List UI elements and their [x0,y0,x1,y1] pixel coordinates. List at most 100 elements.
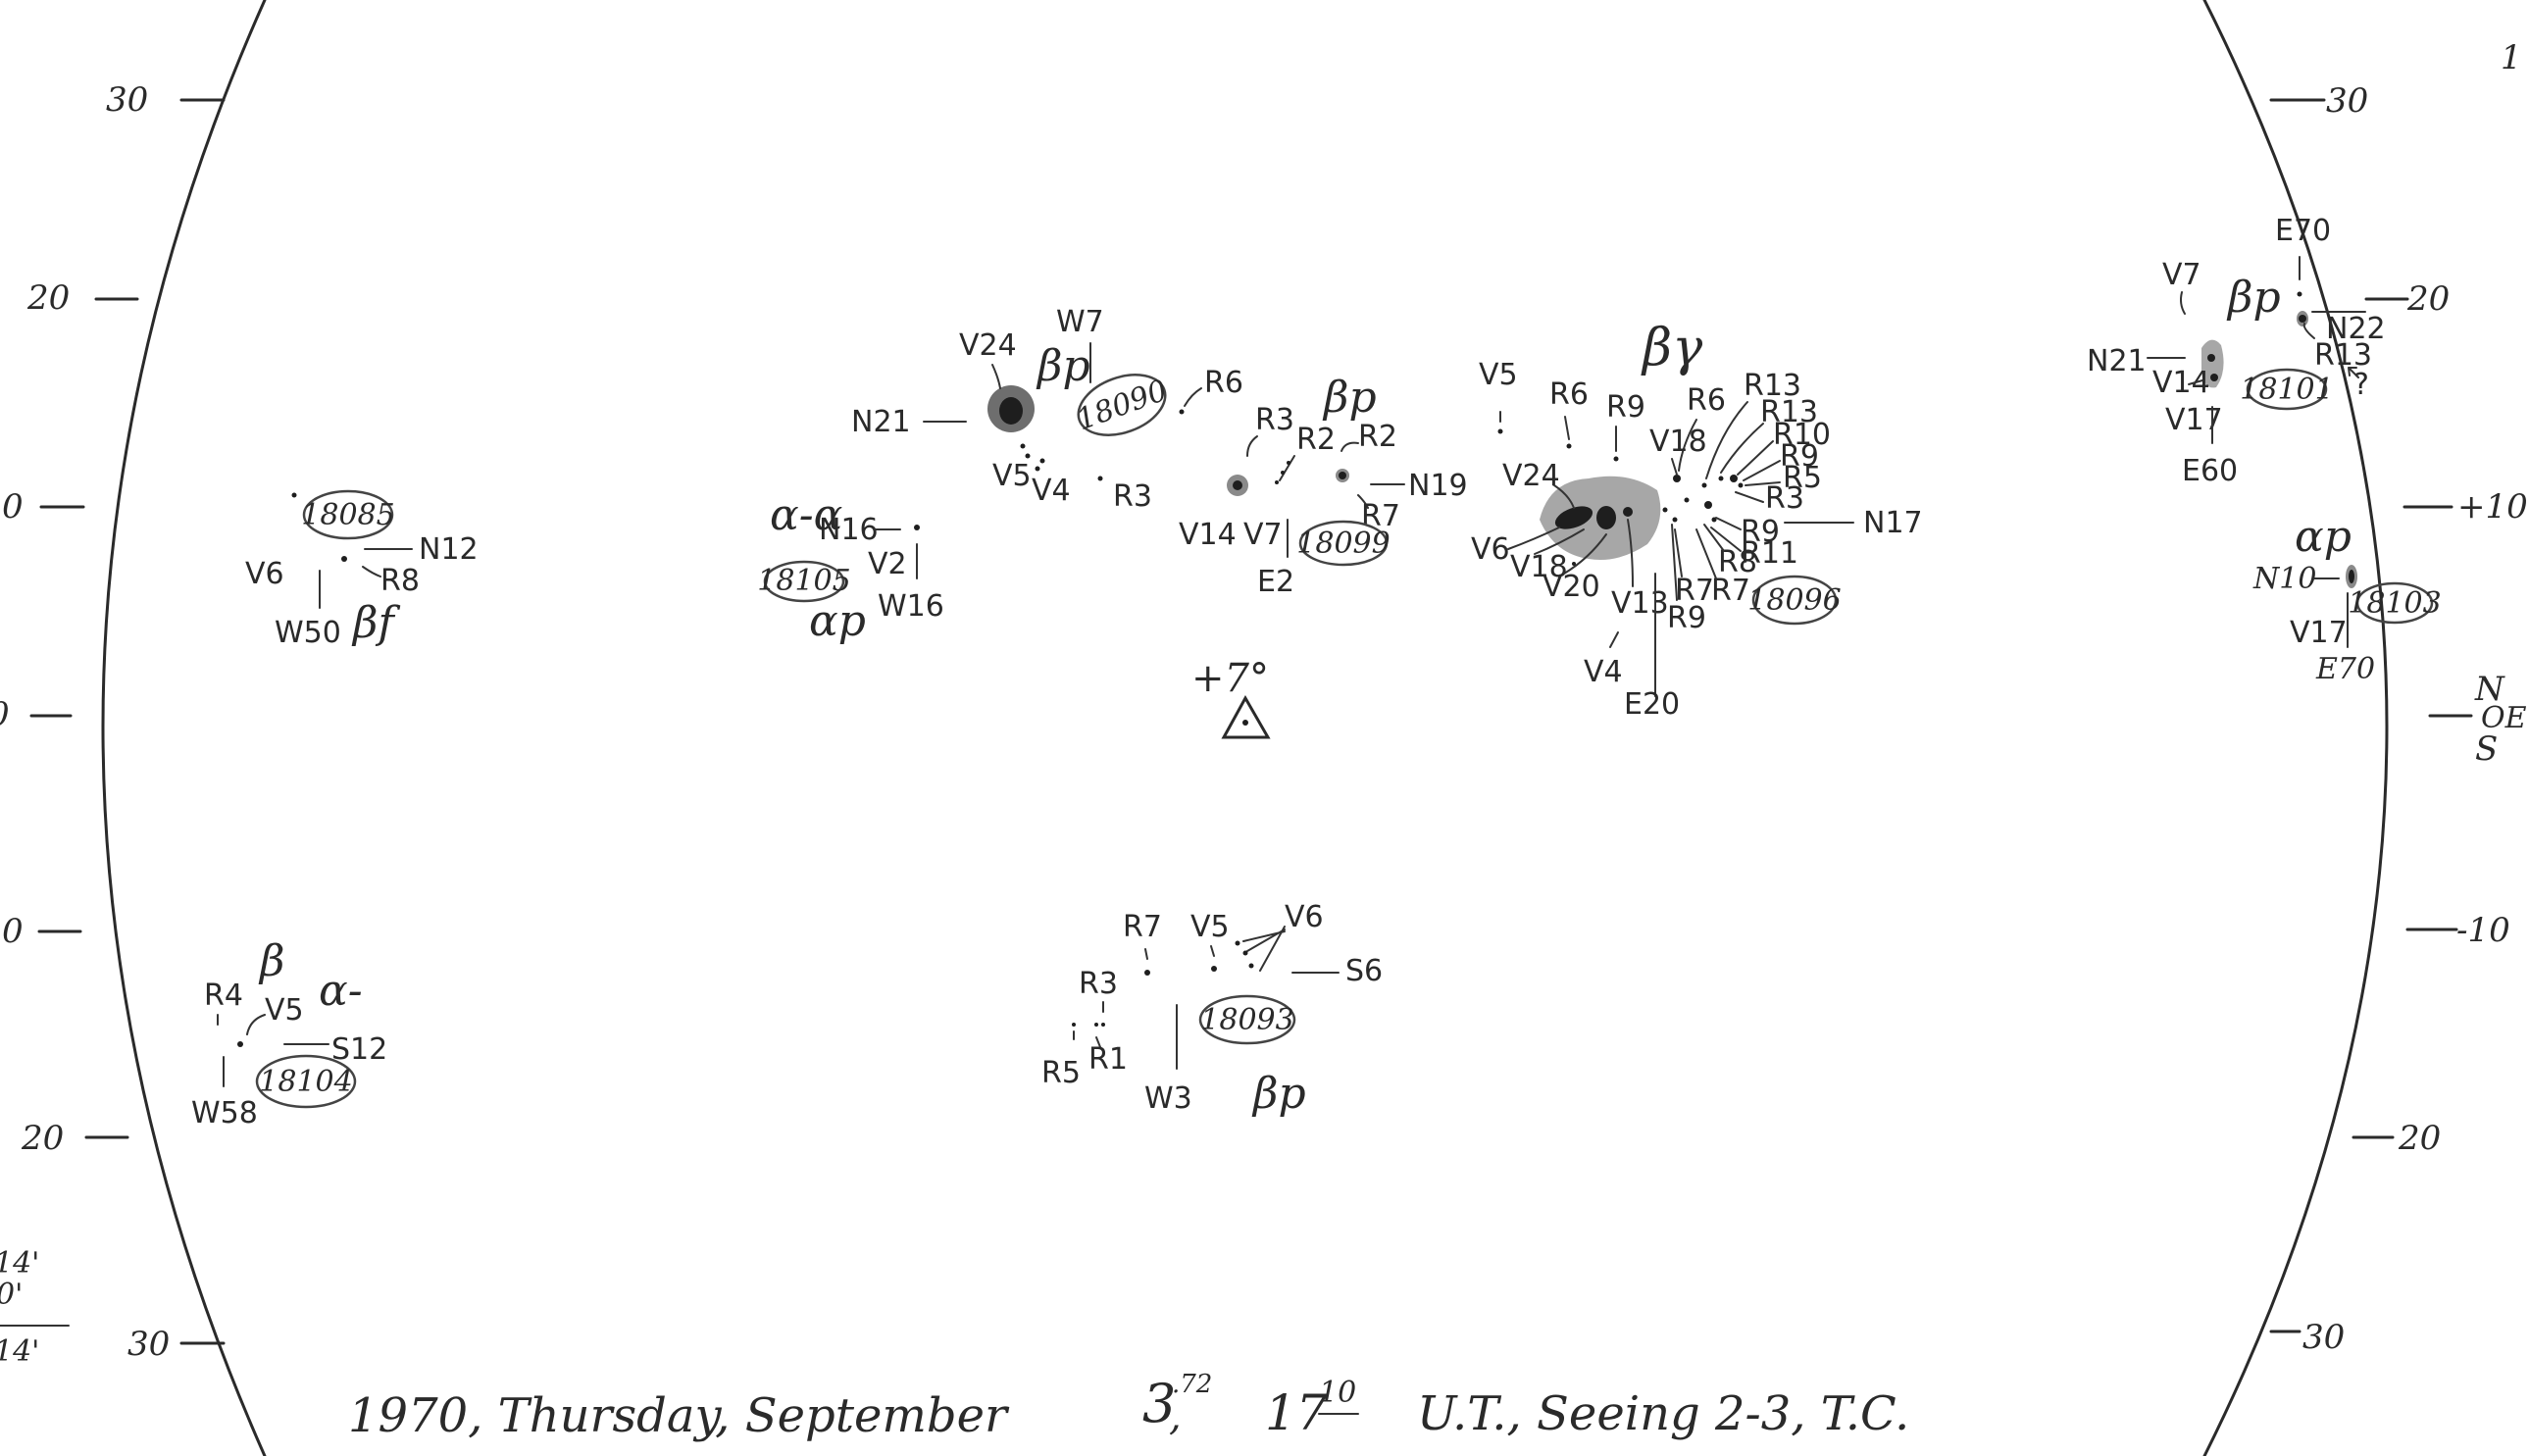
spot-label: R6 [1204,366,1243,400]
region-number-oval [302,489,394,540]
spot-label: V24 [959,328,1017,363]
lon-label: W7 [1056,305,1104,339]
spot-label: R9 [1741,515,1780,549]
spot-label: R3 [1765,481,1804,516]
spot-label: V13 [1611,586,1669,621]
region-number: 18099 [1296,527,1390,561]
magnetic-class: αp [2295,512,2352,562]
region-18101: E70 V7 βp N22 N21 V14 R13 ? 18101 V17 E6… [2087,214,2386,488]
center-angle-label: +7° [1191,656,1269,701]
magnetic-class-top: α-α [770,490,842,540]
region-18105: α-α N16 18105 V2 W16 αp [757,490,944,646]
spot-label: R5 [1041,1056,1081,1090]
left-tick-label: 20 [21,1119,64,1158]
lon-label: W50 [275,616,341,650]
compass-s: S [2475,729,2498,769]
caption-hour: 17 [1265,1384,1328,1441]
region-number-oval [2355,581,2434,625]
left-tick-label: 0 [2,487,24,527]
compass-n: N [2474,670,2505,709]
magnetic-class-top: α- [319,966,363,1016]
spot-label: R7 [1675,574,1714,608]
lon-label: E70 [2315,652,2375,686]
magnetic-class: βf [351,598,400,648]
spot-label: R3 [1113,479,1152,514]
spot-label: R9 [1606,390,1645,425]
note-line: 14' [0,1246,39,1280]
left-tick-label: 20 [26,278,70,318]
lat-label: N17 [1863,506,1923,540]
observation-caption: 1970, Thursday, September 3 .72 , 17 10 … [348,1370,1909,1443]
spot-label: V2 [868,547,907,581]
region-number: 18096 [1747,583,1841,618]
caption-day: 3 [1142,1373,1176,1434]
spot-label: V18 [1510,550,1568,584]
spot-label: R7 [1711,574,1750,608]
spot-label: V17 [2290,616,2348,650]
sunspot [341,556,347,562]
spot-label: V24 [1502,459,1560,493]
spot-label: R7 [1123,910,1162,944]
lon-label: E60 [2182,454,2238,488]
lat-label: N21 [851,405,911,439]
spot-label: V5 [1190,910,1230,944]
sunspot [1339,472,1346,479]
magnetic-class: βp [1251,1069,1306,1119]
sunspot [2299,315,2306,323]
region-number: 18093 [1200,1003,1293,1037]
sunspot [1233,480,1242,490]
solar-limb-right [2202,0,2389,1456]
spot-label: V6 [1285,900,1324,934]
right-tick-label: 30 [2302,1318,2345,1357]
region-number: 18085 [301,498,394,532]
lon-label: W58 [191,1096,258,1130]
spot-label: V7 [2162,258,2201,292]
solar-limb-left [101,0,267,1456]
bottom-left-notes: 14' 0' 14' [0,1246,70,1369]
center-triangle-icon [1221,694,1271,739]
spot-label: V4 [1032,474,1071,508]
spot-label: V18 [1649,425,1707,459]
spot-label: R6 [1687,383,1726,418]
region-18093: R7 V5 V6 S6 R3 R5 R1 18093 W3 βp [1041,900,1383,1119]
spot-label: R5 [1783,461,1822,495]
right-tick-label: +10 [2457,487,2528,527]
spot-label: R2 [1296,423,1336,457]
left-tick-label: 30 [127,1325,170,1364]
lat-label: S12 [331,1032,387,1067]
region-number-oval [1298,520,1389,567]
spot-label: R4 [204,979,243,1013]
lon-label: E2 [1257,565,1294,599]
spot-label: R10 [1773,418,1831,452]
spot-label: V5 [1479,358,1518,392]
spot-label: V5 [992,459,1032,493]
spot-label: R2 [1358,420,1397,454]
region-number-oval [1751,575,1838,626]
compass-oe: OE [2481,701,2527,735]
spot-label: R13 [1760,395,1818,429]
lat-label: N22 [2326,312,2386,346]
caption-comma: , [1169,1394,1182,1439]
lat-label: N12 [419,532,479,567]
spot-label: V6 [1471,532,1510,567]
region-number: 18103 [2348,586,2441,621]
lat-label: N10 [2252,562,2316,596]
caption-day-fraction: .72 [1172,1370,1212,1399]
spot-label: V4 [1584,655,1623,689]
region-number-oval [763,560,845,603]
lat-label: S6 [1345,954,1383,988]
lon-label: E20 [1624,687,1680,722]
region-number-oval [1077,374,1167,436]
region-18096: βγ V5 R6 R9 R6 R13 R13 R10 R9 R5 R3 V18 [1471,319,1923,722]
region-number: 18104 [259,1065,352,1099]
spot-label: R3 [1255,403,1294,437]
region-number: 18101 [2240,373,2333,407]
left-tick-label: 30 [106,80,148,120]
lat-label-2: N21 [2087,344,2147,378]
region-18104: β α- R4 V5 S12 18104 W58 [191,936,387,1130]
lat-label: N19 [1408,469,1468,503]
note-line: 0' [0,1278,23,1312]
region-number: 18105 [757,564,850,598]
spot-label: R7 [1361,499,1400,533]
